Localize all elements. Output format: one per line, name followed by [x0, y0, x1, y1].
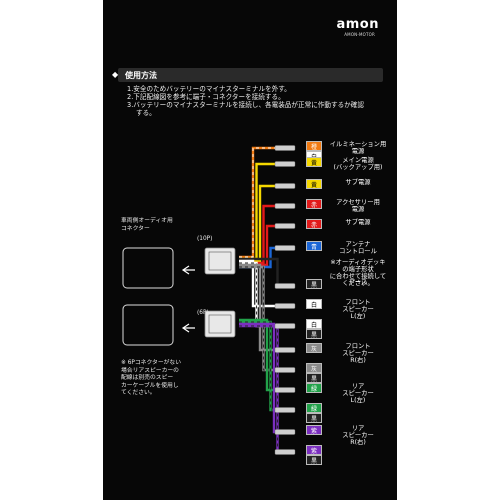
terminal-connector [274, 145, 296, 151]
wire-stripe [239, 321, 275, 411]
wire-description: サブ電源 [345, 219, 371, 226]
terminal-connector [274, 429, 296, 435]
arrow-icon [181, 323, 195, 333]
connector-10p [204, 247, 236, 275]
terminal-connector [274, 407, 296, 413]
wire-color-chip: 灰 [306, 343, 322, 353]
terminal-connector [274, 283, 296, 289]
wire-description: リア スピーカー R(右) [342, 425, 374, 446]
step-1: 1.安全のためバッテリーのマイナスターミナルを外す。 [127, 85, 291, 93]
connector-6p [204, 310, 236, 338]
terminal-connector [274, 449, 296, 455]
wire-description: メイン電源 (バックアップ用) [333, 157, 383, 171]
wire-color-chip: 赤 [306, 199, 322, 209]
terminal-connector [274, 203, 296, 209]
wire-color-chip: 黒 [306, 455, 322, 465]
wire-stripe [239, 266, 275, 371]
wire [239, 320, 275, 412]
step-2: 2.下記配線図を参考に端子・コネクターを接続する。 [127, 93, 285, 101]
wire [239, 322, 276, 434]
wiring-diagram [122, 145, 296, 455]
wire-description: リア スピーカー L(左) [342, 383, 374, 404]
wire-stripe [239, 262, 275, 327]
wire-description: ※オーディオデッキの端子形状 に合わせて接続してください。 [329, 259, 387, 287]
product-card: amon AMON-MOTOR ◆ 使用方法 1.安全のためバッテリーのマイナス… [103, 0, 397, 500]
wire-color-chip: 緑 [306, 383, 322, 393]
connector-10p-slots [208, 251, 232, 271]
step-3-cont: する。 [136, 109, 156, 117]
wire-description: アンテナ コントロール [339, 241, 377, 255]
terminal-connector [274, 347, 296, 353]
wire-color-chip: 黒 [306, 413, 322, 423]
wire-color-chip: 赤 [306, 219, 322, 229]
wire-color-chip: 紫 [306, 445, 322, 455]
usage-title: 使用方法 [125, 71, 157, 80]
brand-logo-sub: AMON-MOTOR [344, 32, 375, 37]
diamond-icon: ◆ [112, 70, 119, 79]
connector-title: 車両側オーディオ用 コネクター [121, 218, 173, 232]
wire [239, 162, 275, 261]
terminal-connector [274, 183, 296, 189]
wire-description: アクセサリー用 電源 [336, 199, 380, 213]
wire-color-chip: 黄 [306, 179, 322, 189]
terminal-connector [274, 161, 296, 167]
wire-color-chip: 白 [306, 319, 322, 329]
label-10p: (10P) [197, 236, 213, 242]
wire-color-chip: 黒 [306, 279, 322, 289]
wire-description: アース [348, 279, 368, 286]
wire-color-chip: 橙 [306, 141, 322, 151]
connector-6p-slots [208, 314, 232, 334]
terminal-connector [274, 323, 296, 329]
wire-color-chip: 青 [306, 241, 322, 251]
wire-stripe [239, 325, 278, 453]
wire-color-chip: 紫 [306, 425, 322, 435]
wire-color-chip: 黄 [306, 157, 322, 167]
usage-header-bar [118, 68, 383, 82]
label-6p: (6P) [197, 310, 209, 316]
vehicle-connector-6p [122, 304, 174, 346]
wire-color-chip: 灰 [306, 363, 322, 373]
wire-color-chip: 黒 [306, 373, 322, 383]
note-6p: ※ 6Pコネクターがない 場合リアスピーカーの 配線は別売のスピー カーケーブル… [121, 360, 182, 396]
wire-description: フロント スピーカー R(右) [342, 343, 374, 364]
terminal-connector [274, 223, 296, 229]
terminal-connector [274, 303, 296, 309]
wire-color-chip: 緑 [306, 403, 322, 413]
wire-color-chip: 黒 [306, 329, 322, 339]
wire [239, 261, 275, 328]
wire-color-chip: 白 [306, 299, 322, 309]
vehicle-connector-10p [122, 247, 174, 289]
terminal-connector [274, 387, 296, 393]
wire-description: イルミネーション用 電源 [329, 141, 387, 155]
step-3: 3.バッテリーのマイナスターミナルを接続し、各電装品が正常に作動するか確認 [127, 101, 364, 109]
brand-logo: amon [336, 17, 379, 32]
terminal-connector [274, 245, 296, 251]
wire-description: サブ電源 [345, 179, 371, 186]
wire-stripe [239, 147, 275, 258]
arrow-icon [181, 265, 195, 275]
terminal-connector [274, 367, 296, 373]
wire-description: フロント スピーカー L(左) [342, 299, 374, 320]
